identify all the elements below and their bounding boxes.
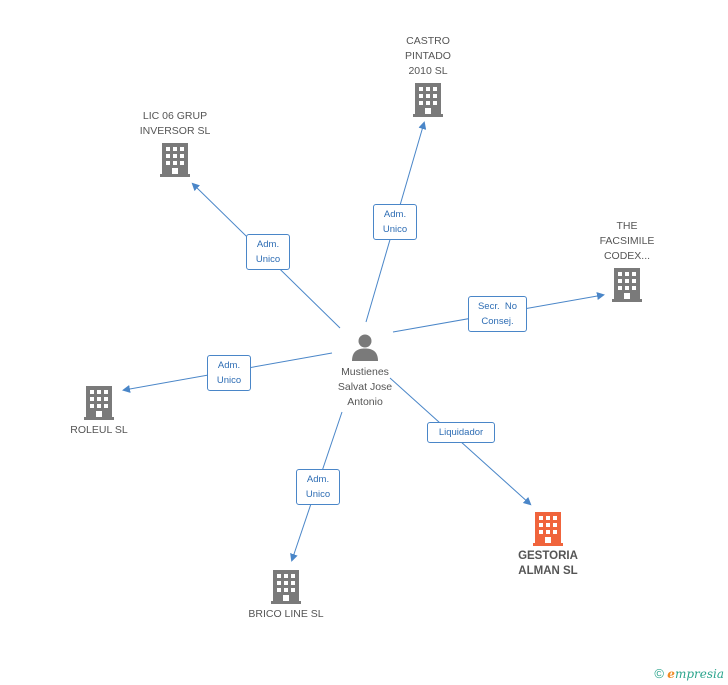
edge-label-facsimile: Secr. No Consej. <box>468 296 527 332</box>
building-icon <box>160 143 190 177</box>
edge-label-lic06: Adm. Unico <box>246 234 290 270</box>
company-node-roleul[interactable]: ROLEUL SL <box>56 386 142 438</box>
building-icon <box>84 386 114 420</box>
edge-label-castro: Adm. Unico <box>373 204 417 240</box>
edge-label-gestoria: Liquidador <box>427 422 495 443</box>
edge-label-brico: Adm. Unico <box>296 469 340 505</box>
brand-logo-initial: e <box>667 667 675 681</box>
company-label-brico: BRICO LINE SL <box>248 608 324 620</box>
company-node-lic06[interactable]: LIC 06 GRUP INVERSOR SL <box>125 109 225 177</box>
brand-footer: © empresia <box>654 666 724 681</box>
building-icon <box>271 570 301 604</box>
company-label-roleul: ROLEUL SL <box>70 424 128 436</box>
center-person-label: Mustienes Salvat Jose Antonio <box>337 366 393 408</box>
building-icon <box>612 268 642 302</box>
person-icon <box>352 334 378 361</box>
company-label-gestoria: GESTORIA ALMAN SL <box>518 550 578 577</box>
company-label-lic06: LIC 06 GRUP INVERSOR SL <box>139 110 211 137</box>
edge-label-roleul: Adm. Unico <box>207 355 251 391</box>
building-icon <box>413 83 443 117</box>
company-label-facsimile: THE FACSIMILE CODEX... <box>599 220 655 262</box>
copyright-icon: © <box>654 666 664 681</box>
company-node-facsimile[interactable]: THE FACSIMILE CODEX... <box>584 219 670 302</box>
center-person-node[interactable]: Mustienes Salvat Jose Antonio <box>320 332 410 410</box>
company-label-castro: CASTRO PINTADO 2010 SL <box>405 35 451 77</box>
company-node-gestoria[interactable]: GESTORIA ALMAN SL <box>503 512 593 579</box>
brand-name: mpresia <box>674 667 724 681</box>
company-node-brico[interactable]: BRICO LINE SL <box>236 570 336 622</box>
company-node-castro[interactable]: CASTRO PINTADO 2010 SL <box>383 34 473 117</box>
building-icon <box>533 512 563 546</box>
